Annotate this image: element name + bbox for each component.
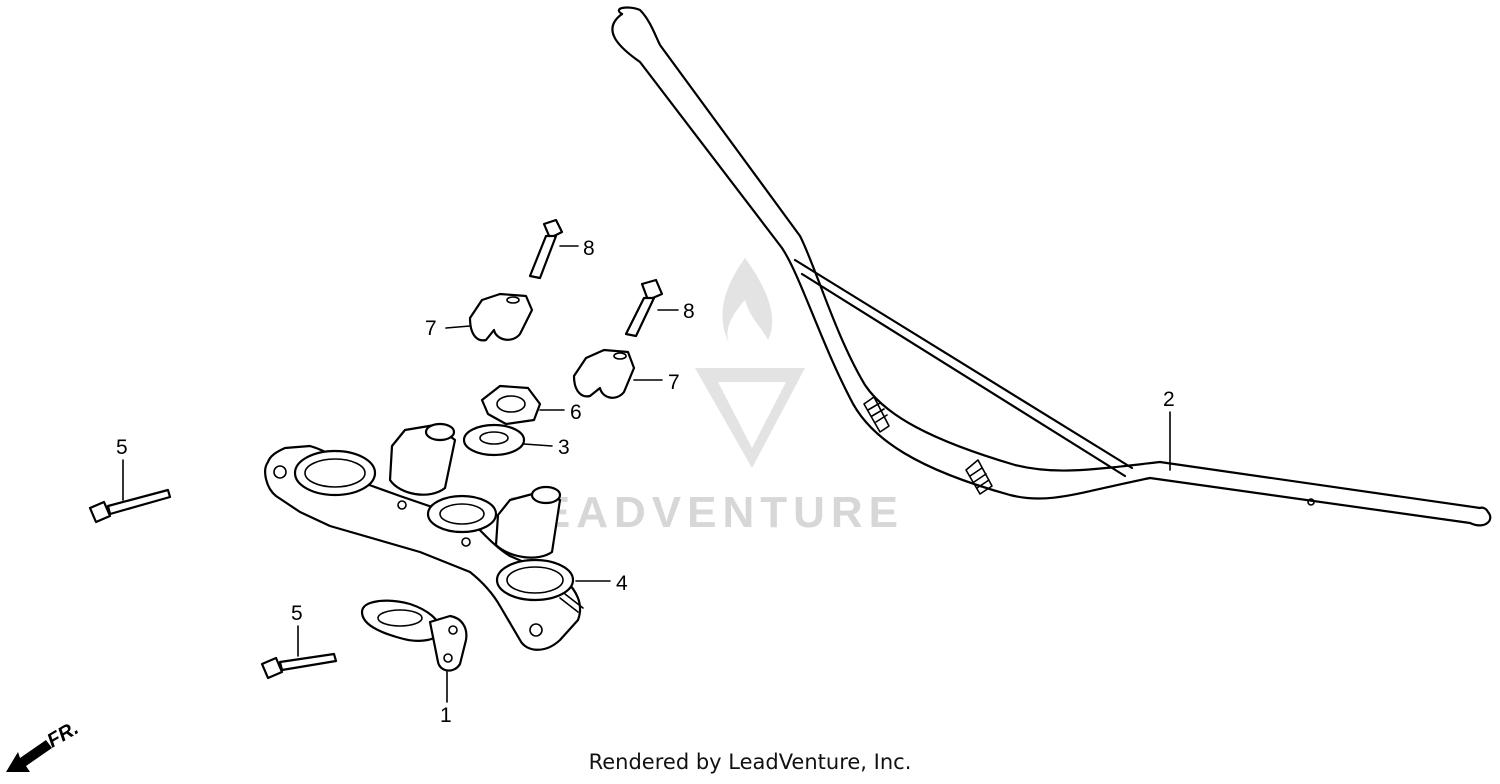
cable-guide-ring xyxy=(360,599,442,642)
callout-8b: 8 xyxy=(683,300,695,323)
top-bridge-fork-bore-left xyxy=(304,458,366,488)
upper-holder-left-body xyxy=(468,292,534,342)
stem-nut-body xyxy=(480,384,542,426)
callout-8a: 8 xyxy=(583,237,595,260)
top-bridge-riser-left-top xyxy=(424,422,456,442)
cable-guide-bracket[interactable] xyxy=(360,599,468,672)
watermark: LEADVENTURE xyxy=(508,258,904,537)
pinch-bolt-lower-head xyxy=(260,656,284,680)
handlebar-knurl-left xyxy=(863,396,890,433)
handlebar-outer-edge xyxy=(611,12,1472,525)
upper-holder-right-bolt-hole xyxy=(613,352,627,360)
cable-guide-bore xyxy=(377,609,423,627)
top-bridge-fork-clamp-right xyxy=(495,558,575,602)
callout-7b: 7 xyxy=(668,371,680,394)
watermark-text: LEADVENTURE xyxy=(508,488,904,537)
callout-7a: 7 xyxy=(425,317,437,340)
callout-4: 4 xyxy=(616,572,628,595)
top-bridge-bolt-hole-2 xyxy=(461,537,471,547)
top-bridge-bolt-hole-3 xyxy=(273,465,287,479)
washer[interactable] xyxy=(462,423,526,457)
handlebar[interactable] xyxy=(611,6,1492,527)
callout-labels: 1 2 3 4 5 5 6 7 7 8 8 xyxy=(116,237,1175,727)
holder-bolt-right-head xyxy=(640,278,664,302)
top-bridge-stem-boss xyxy=(426,494,498,534)
upper-holder-left-bolt-hole xyxy=(506,296,520,304)
pinch-bolt-upper-head xyxy=(88,500,112,524)
cable-guide-hole-2 xyxy=(443,653,453,663)
holder-bolt-left[interactable] xyxy=(528,218,564,280)
holder-bolt-right[interactable] xyxy=(624,278,664,338)
pinch-bolt-upper-shank xyxy=(106,488,172,516)
top-bridge-riser-right-top xyxy=(530,485,562,505)
callout-1: 1 xyxy=(440,704,452,727)
pinch-bolt-upper[interactable] xyxy=(88,488,172,524)
upper-holder-right[interactable] xyxy=(572,348,636,399)
handlebar-knurl-right xyxy=(965,459,993,495)
cable-guide-hole-1 xyxy=(448,625,458,635)
holder-bolt-right-shank xyxy=(624,296,656,338)
render-credit: Rendered by LeadVenture, Inc. xyxy=(588,750,912,774)
leader-3 xyxy=(523,443,553,447)
top-bridge-body xyxy=(264,444,582,651)
top-bridge-slit-right xyxy=(559,593,584,613)
callout-3: 3 xyxy=(558,436,570,459)
top-bridge-stem-bore xyxy=(439,503,485,525)
holder-bolt-left-head xyxy=(542,218,564,240)
washer-inner xyxy=(479,431,509,445)
top-bridge[interactable] xyxy=(264,422,584,651)
callout-6: 6 xyxy=(570,401,582,424)
handlebar-end-cap xyxy=(1468,506,1492,527)
callout-2: 2 xyxy=(1163,388,1175,411)
upper-holder-right-body xyxy=(572,348,636,399)
handlebar-crossbar xyxy=(793,258,1134,478)
watermark-v-icon xyxy=(695,368,805,468)
top-bridge-bolt-hole-4 xyxy=(529,623,543,637)
handlebar-hole xyxy=(1307,498,1315,506)
handlebar-inner-edge xyxy=(617,6,1482,510)
top-bridge-fork-clamp-left xyxy=(293,449,377,497)
pinch-bolt-lower[interactable] xyxy=(260,652,338,680)
callout-5b: 5 xyxy=(291,602,303,625)
stem-nut[interactable] xyxy=(480,384,542,426)
callout-5a: 5 xyxy=(116,436,128,459)
top-bridge-bolt-hole-1 xyxy=(397,500,407,510)
stem-nut-bore xyxy=(496,395,526,413)
front-arrow-icon xyxy=(6,740,52,772)
washer-outer xyxy=(462,423,526,457)
pinch-bolt-lower-shank xyxy=(278,652,338,672)
watermark-flame-icon xyxy=(722,258,773,345)
top-bridge-fork-bore-right xyxy=(506,566,564,594)
upper-holder-left[interactable] xyxy=(468,292,534,342)
holder-bolt-left-shank xyxy=(528,234,558,280)
leader-7a xyxy=(445,325,471,329)
leader-lines xyxy=(122,245,1171,703)
